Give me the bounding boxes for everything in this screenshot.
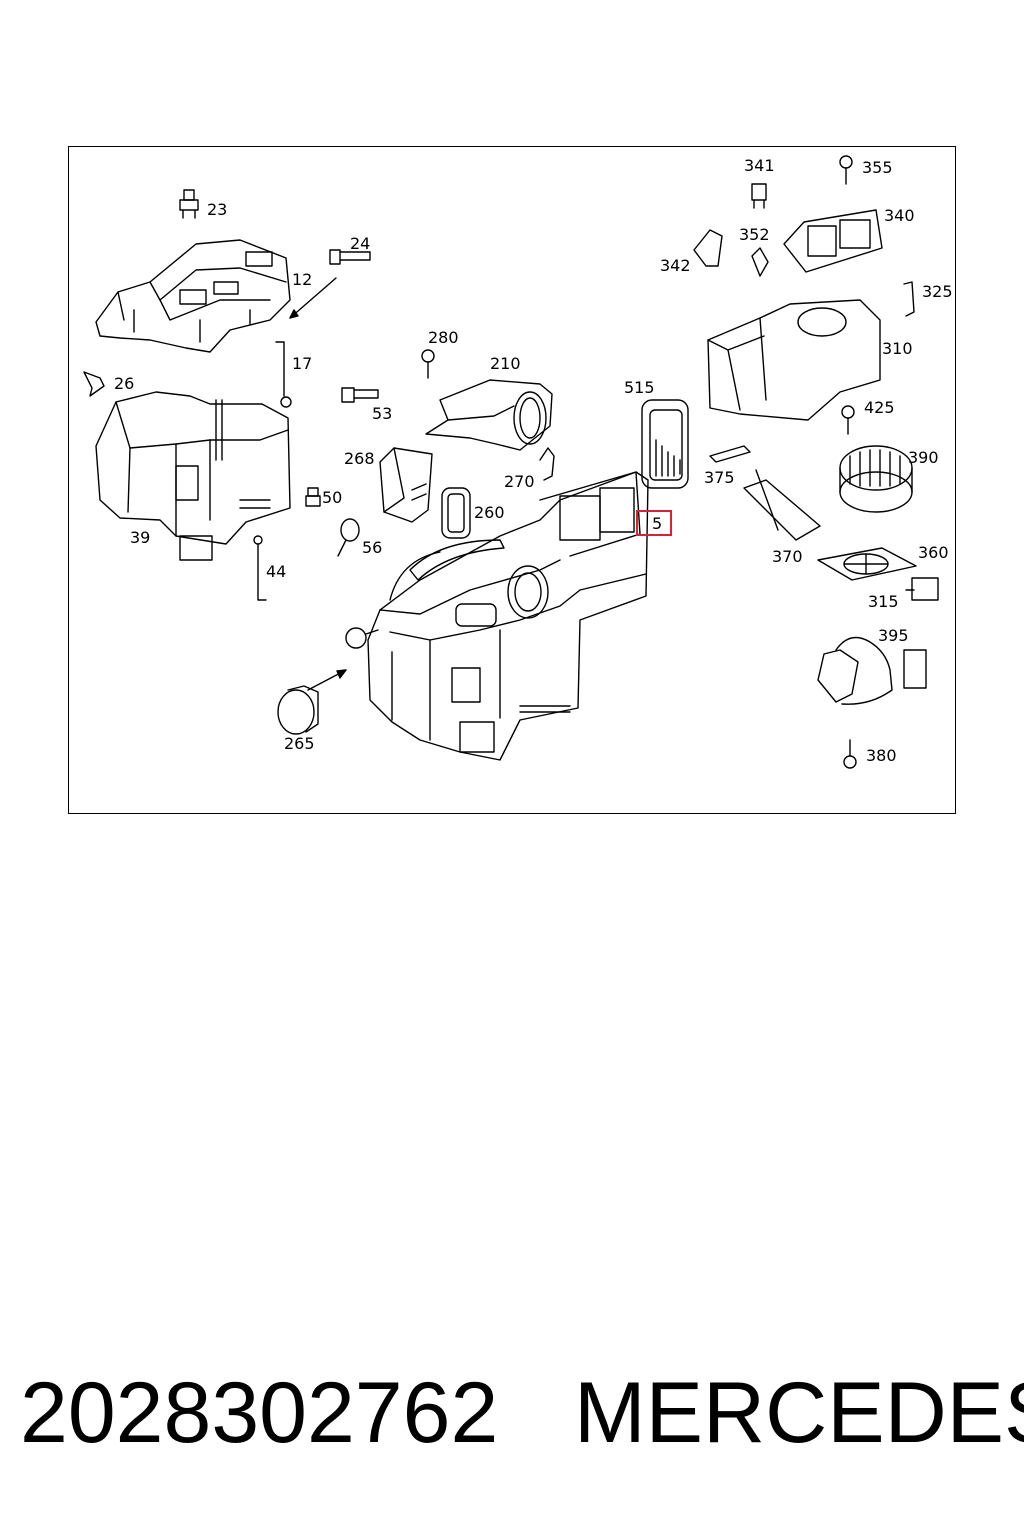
label-370: 370 — [772, 547, 803, 566]
label-24: 24 — [350, 234, 371, 253]
part-265-cylinder — [277, 669, 347, 735]
part-270-piece — [539, 447, 555, 481]
part-425-screw — [841, 405, 855, 435]
part-12-upper-housing — [95, 239, 291, 353]
part-395-harness — [817, 636, 927, 705]
label-341: 341 — [744, 156, 775, 175]
label-355: 355 — [862, 158, 893, 177]
part-315-connector — [905, 577, 939, 601]
highlight-box — [636, 510, 672, 536]
label-210: 210 — [490, 354, 521, 373]
label-44: 44 — [266, 562, 287, 581]
label-310: 310 — [882, 339, 913, 358]
label-375: 375 — [704, 468, 735, 487]
label-280: 280 — [428, 328, 459, 347]
label-315: 315 — [868, 592, 899, 611]
part-17-rod — [275, 341, 292, 408]
label-53: 53 — [372, 404, 393, 423]
part-280-screw — [421, 349, 435, 379]
part-23-clip — [179, 189, 199, 219]
label-390: 390 — [908, 448, 939, 467]
part-375-bracket — [709, 445, 751, 463]
part-56-tab — [337, 518, 360, 557]
part-39-lower-housing — [95, 391, 291, 561]
label-342: 342 — [660, 256, 691, 275]
label-395: 395 — [878, 626, 909, 645]
part-380-screw — [843, 739, 857, 769]
label-265: 265 — [284, 734, 315, 753]
label-17: 17 — [292, 354, 313, 373]
exploded-parts-drawing — [83, 155, 939, 769]
part-210-duct — [425, 379, 553, 451]
part-code: 2028302762 — [20, 1365, 499, 1461]
part-268-duct — [379, 447, 433, 523]
label-5: 5 — [652, 514, 663, 533]
part-340-frame — [783, 209, 883, 273]
label-515: 515 — [624, 378, 655, 397]
label-268: 268 — [344, 449, 375, 468]
label-352: 352 — [739, 225, 770, 244]
label-325: 325 — [922, 282, 953, 301]
label-26: 26 — [114, 374, 135, 393]
part-370-bracket — [743, 469, 821, 541]
label-39: 39 — [130, 528, 151, 547]
part-342-bracket — [693, 229, 723, 267]
part-341-clip — [751, 183, 767, 209]
label-380: 380 — [866, 746, 897, 765]
part-325-clip — [903, 281, 915, 317]
label-270: 270 — [504, 472, 535, 491]
diagram-frame — [68, 146, 956, 814]
part-310-blower-housing — [707, 299, 881, 421]
part-24-pin — [289, 249, 371, 319]
part-260-gasket — [441, 487, 471, 539]
part-390-blower-motor — [839, 445, 913, 513]
part-44-rod — [253, 535, 267, 601]
label-23: 23 — [207, 200, 228, 219]
brand-name: MERCEDES — [574, 1365, 1024, 1461]
part-26-bracket — [83, 371, 105, 397]
label-260: 260 — [474, 503, 505, 522]
part-352-clip — [751, 247, 769, 277]
label-340: 340 — [884, 206, 915, 225]
part-515-filter — [641, 399, 689, 489]
part-360-fan-cover — [817, 547, 917, 581]
label-360: 360 — [918, 543, 949, 562]
main-hvac-assembly — [345, 471, 649, 761]
part-50-clip — [305, 487, 321, 507]
label-56: 56 — [362, 538, 383, 557]
label-12: 12 — [292, 270, 313, 289]
part-355-screw — [839, 155, 853, 185]
label-425: 425 — [864, 398, 895, 417]
label-50: 50 — [322, 488, 343, 507]
part-53-pin — [341, 387, 379, 403]
